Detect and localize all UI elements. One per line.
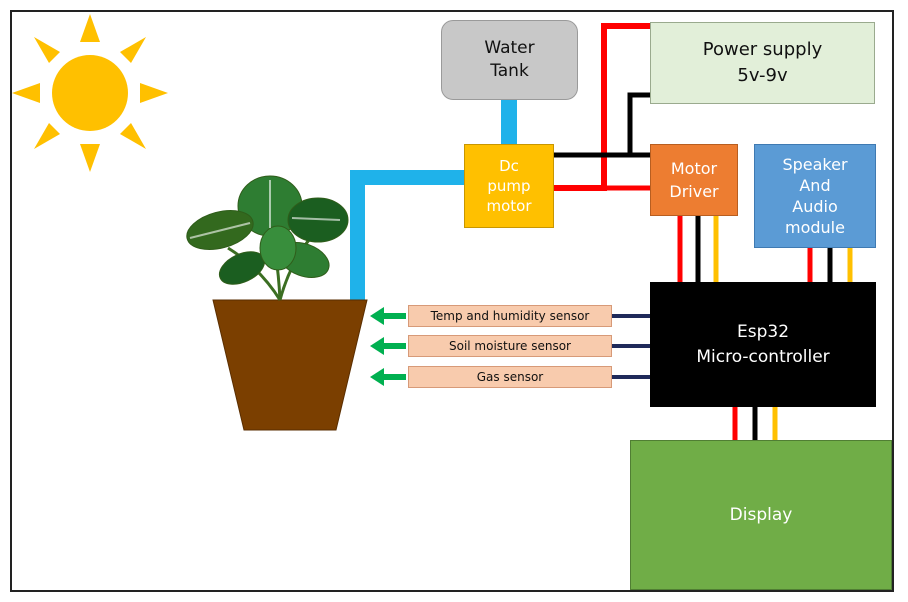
display-label: Display — [729, 505, 793, 525]
soil-moisture-sensor-box: Soil moisture sensor — [408, 335, 612, 357]
pipe-tank-to-pump — [501, 100, 517, 145]
pump-motor-label: Dc pump motor — [486, 157, 532, 215]
pipe-pump-horizontal — [350, 170, 465, 185]
water-tank-box: Water Tank — [441, 20, 578, 100]
sun-icon — [12, 14, 168, 172]
temp-humidity-sensor-label: Temp and humidity sensor — [430, 309, 590, 323]
temp-humidity-sensor-box: Temp and humidity sensor — [408, 305, 612, 327]
soil-moisture-sensor-label: Soil moisture sensor — [448, 339, 571, 353]
water-tank-label: Water Tank — [484, 38, 535, 81]
pipe-to-pot — [350, 170, 365, 302]
wire-red-power — [554, 23, 650, 191]
arrow-left-icon — [370, 307, 406, 325]
plant-icon — [186, 175, 349, 301]
pump-motor-box: Dc pump motor — [464, 144, 554, 228]
esp32-box: Esp32 Micro-controller — [650, 282, 876, 407]
speaker-audio-box: Speaker And Audio module — [754, 144, 876, 248]
power-supply-box: Power supply 5v-9v — [650, 22, 875, 104]
display-box: Display — [630, 440, 892, 590]
speaker-audio-label: Speaker And Audio module — [782, 155, 848, 237]
wire-black-power — [554, 92, 650, 158]
arrow-left-icon — [370, 337, 406, 355]
power-supply-label: Power supply 5v-9v — [702, 39, 823, 86]
gas-sensor-box: Gas sensor — [408, 366, 612, 388]
arrow-left-icon — [370, 368, 406, 386]
plant-pot-icon — [212, 299, 368, 431]
motor-driver-label: Motor Driver — [669, 159, 719, 201]
motor-driver-box: Motor Driver — [650, 144, 738, 216]
gas-sensor-label: Gas sensor — [476, 370, 544, 384]
esp32-label: Esp32 Micro-controller — [696, 321, 830, 367]
